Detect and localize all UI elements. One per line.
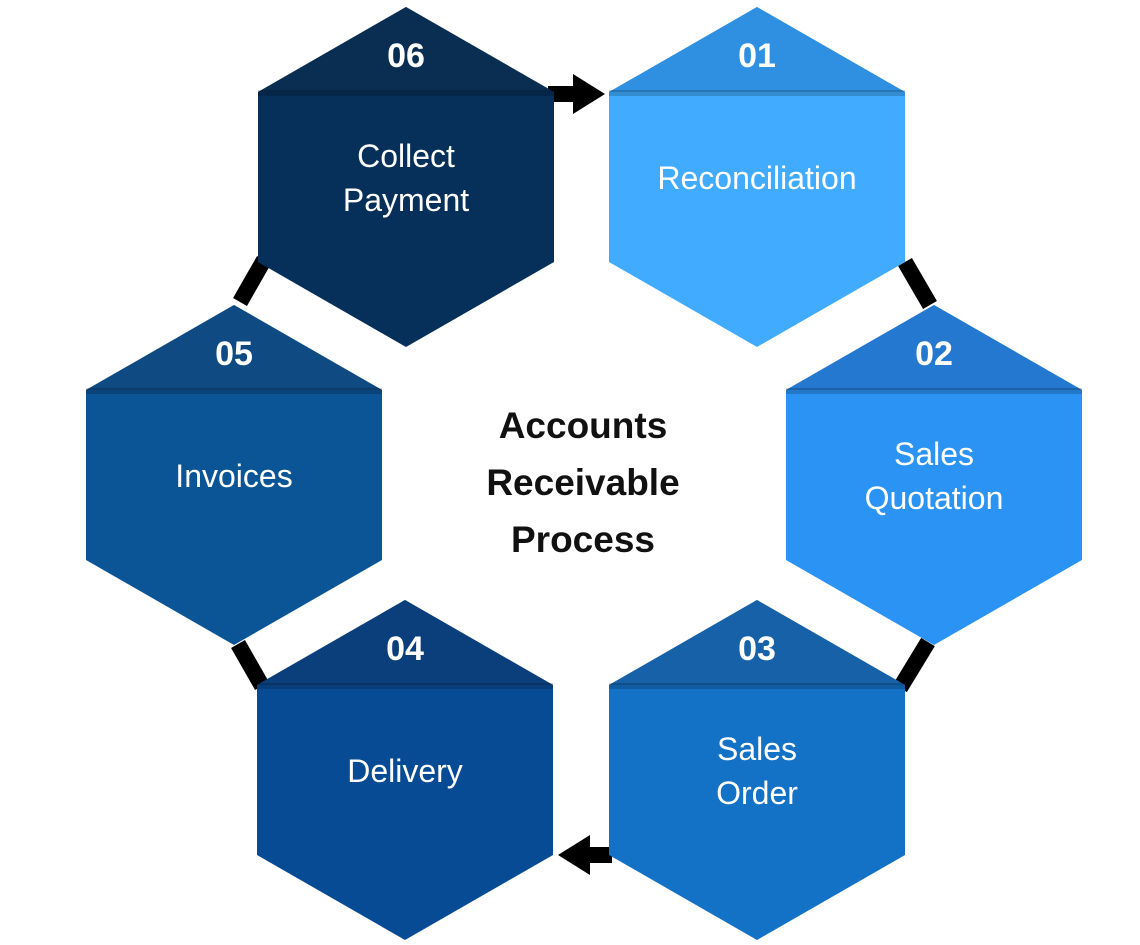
step-number: 04 <box>386 630 424 668</box>
hexagon-divider <box>609 90 905 96</box>
step-number: 06 <box>387 37 425 75</box>
step-number: 05 <box>215 335 253 373</box>
hexagon-divider <box>609 683 905 689</box>
step-number: 01 <box>738 37 776 75</box>
connector-02-03 <box>893 637 935 693</box>
connectors-layer <box>231 74 937 875</box>
step-label: Quotation <box>865 480 1004 516</box>
connector-05-06 <box>233 256 271 306</box>
step-number: 02 <box>915 335 953 373</box>
hexagon-cap <box>258 7 554 92</box>
center-title-line: Process <box>511 519 655 560</box>
hexagon-divider <box>258 90 554 96</box>
center-title-line: Accounts <box>499 405 668 446</box>
hexagon-cap <box>609 600 905 685</box>
hexagon-cap <box>609 7 905 92</box>
step-label: Sales <box>717 731 797 767</box>
hexagons-layer: 01Reconciliation02SalesQuotation03SalesO… <box>86 7 1082 940</box>
hexagon-cap <box>786 305 1082 390</box>
step-label: Order <box>716 775 798 811</box>
arrow-head-icon <box>573 74 605 114</box>
step-label: Delivery <box>347 753 463 789</box>
step-label: Reconciliation <box>657 160 856 196</box>
hexagon-cap <box>257 600 553 685</box>
step-label: Collect <box>357 138 455 174</box>
hexagon-divider <box>257 683 553 689</box>
connector-04-05 <box>231 640 269 690</box>
arrow-head-icon <box>558 835 590 875</box>
step-label: Invoices <box>175 458 292 494</box>
hexagon-divider <box>86 388 382 394</box>
hexagon-cap <box>86 305 382 390</box>
center-title-line: Receivable <box>486 462 679 503</box>
connector-01-02 <box>898 257 937 310</box>
step-label: Sales <box>894 436 974 472</box>
hexagon-divider <box>786 388 1082 394</box>
step-number: 03 <box>738 630 776 668</box>
step-label: Payment <box>343 182 469 218</box>
